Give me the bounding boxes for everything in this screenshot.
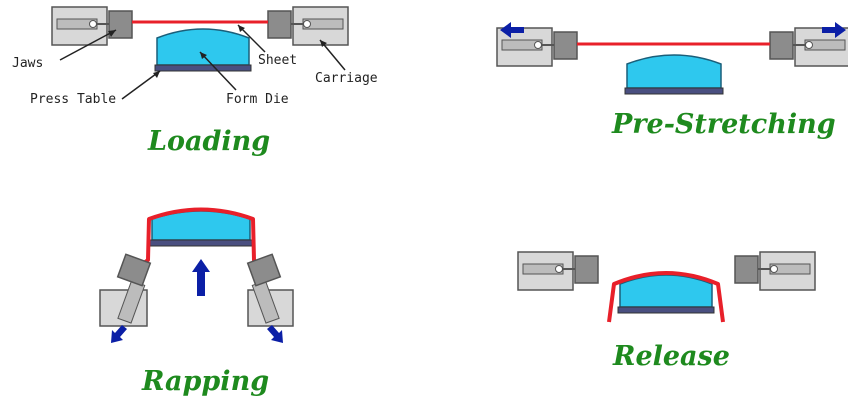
arrow-down-right-icon (267, 325, 283, 343)
form-die (619, 274, 713, 308)
panel-loading: Jaws Sheet Carriage Press Table Form Die… (12, 6, 378, 157)
title-loading: Loading (147, 126, 270, 157)
right-jaw (246, 253, 282, 287)
left-carriage (517, 251, 599, 291)
form-die (156, 28, 250, 66)
title-rapping: Rapping (141, 366, 269, 397)
released-sheet (607, 271, 725, 323)
arrow-up-icon (192, 259, 210, 296)
press-table (617, 306, 715, 314)
callout-sheet: Sheet (258, 53, 297, 68)
arrow-down-left-icon (111, 325, 127, 343)
callout-carriage: Carriage (315, 71, 378, 86)
form-die (626, 54, 722, 89)
callout-jaws: Jaws (12, 56, 43, 71)
right-carriage (267, 6, 349, 46)
panel-pre-stretching: Pre-Stretching (496, 22, 848, 140)
press-table-leader (121, 70, 161, 100)
arrow-right-icon (822, 22, 846, 38)
left-jaw (116, 253, 152, 287)
title-release: Release (612, 341, 730, 372)
left-carriage (51, 6, 133, 46)
title-pre-stretching: Pre-Stretching (611, 109, 836, 140)
right-carriage (734, 251, 816, 291)
callout-form-die: Form Die (226, 92, 289, 107)
wrapped-sheet (133, 207, 268, 272)
press-table (154, 64, 252, 72)
panel-release: Release (517, 251, 816, 372)
panel-rapping: Rapping (99, 207, 294, 397)
callout-press-table: Press Table (30, 92, 116, 107)
form-die-leader (199, 51, 237, 91)
press-table (149, 239, 253, 247)
jaws-leader (59, 29, 117, 61)
press-table (624, 87, 724, 95)
arrow-left-icon (500, 22, 524, 38)
